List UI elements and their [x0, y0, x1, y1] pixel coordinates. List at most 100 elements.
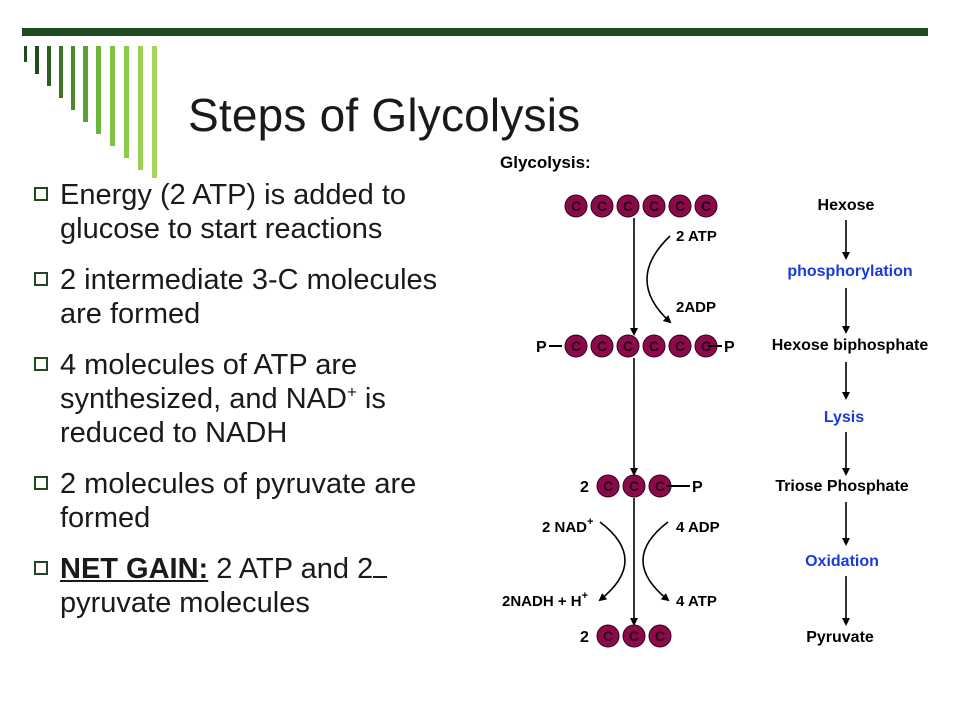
- adp-in-label: 4 ADP: [676, 519, 720, 536]
- stage-pyruvate: Pyruvate: [806, 629, 874, 646]
- carbon-atom: [616, 194, 640, 218]
- nad-in-text: 2 NAD: [542, 519, 587, 536]
- adp-out-label: 2ADP: [676, 299, 716, 316]
- list-item: NET GAIN: 2 ATP and 2 pyruvate molecules: [34, 552, 534, 620]
- carbon-atom: [616, 334, 640, 358]
- atp-in-label: 2 ATP: [676, 228, 717, 245]
- bullet-list: Energy (2 ATP) is added to glucose to st…: [34, 178, 534, 637]
- nad-in-label: 2 NAD+: [542, 516, 593, 536]
- carbon-label: C: [571, 198, 581, 214]
- carbon-label: C: [603, 628, 613, 644]
- list-item: Energy (2 ATP) is added to glucose to st…: [34, 178, 534, 246]
- atp-curve-arrow: [646, 235, 672, 324]
- stripe: [24, 46, 27, 62]
- carbon-atom: [668, 194, 692, 218]
- carbon-label: C: [675, 198, 685, 214]
- carbon-atom: [596, 624, 620, 648]
- carbon-label: C: [623, 198, 633, 214]
- bullet-square-icon: [34, 561, 48, 575]
- superscript: +: [587, 516, 593, 528]
- carbon-label: C: [629, 628, 639, 644]
- carbon-label: C: [597, 338, 607, 354]
- stripe: [110, 46, 115, 146]
- carbon-atom: [642, 194, 666, 218]
- count-label: 2: [580, 629, 589, 646]
- stage-hexose-biphosphate: Hexose biphosphate: [772, 337, 929, 354]
- stage-hexose: Hexose: [818, 197, 875, 214]
- nad-curve-arrow: [598, 521, 626, 602]
- page-title: Steps of Glycolysis: [188, 89, 581, 141]
- carbon-atom: [564, 334, 588, 358]
- carbon-atom: [564, 194, 588, 218]
- stage-triose-phosphate: Triose Phosphate: [775, 478, 908, 495]
- carbon-label: C: [629, 478, 639, 494]
- carbon-atom: [590, 334, 614, 358]
- bullet-square-icon: [34, 187, 48, 201]
- carbon-label: C: [655, 478, 665, 494]
- carbon-label: C: [655, 628, 665, 644]
- stripe: [138, 46, 143, 170]
- step-lysis: Lysis: [824, 409, 864, 426]
- bullet-text: are formed: [60, 298, 201, 330]
- carbon-atom: [648, 624, 672, 648]
- step-oxidation: Oxidation: [805, 553, 879, 570]
- stripe: [124, 46, 129, 158]
- carbon-label: C: [597, 198, 607, 214]
- bullet-text: formed: [60, 502, 151, 534]
- phosphate-label: P: [724, 339, 735, 356]
- stripe: [71, 46, 75, 110]
- bullet-text: synthesized, and NAD: [60, 383, 347, 415]
- count-label: 2: [580, 479, 589, 496]
- bullet-square-icon: [34, 272, 48, 286]
- phosphate-label: P: [536, 339, 547, 356]
- stripe: [83, 46, 88, 122]
- net-gain-label: NET GAIN:: [60, 553, 209, 585]
- bullet-text: is: [356, 383, 386, 415]
- bullet-text: 4 molecules of ATP are: [60, 349, 358, 381]
- stripe: [35, 46, 39, 74]
- carbon-label: C: [603, 478, 613, 494]
- atp-out-label: 4 ATP: [676, 593, 717, 610]
- stripe: [152, 46, 157, 178]
- stripe: [47, 46, 51, 86]
- underline-tail: [373, 576, 388, 578]
- phosphate-label: P: [692, 479, 703, 496]
- carbon-label: C: [649, 338, 659, 354]
- nadh-out-label: 2NADH + H+: [502, 590, 588, 610]
- bullet-text: pyruvate molecules: [60, 587, 310, 619]
- carbon-atom: [694, 194, 718, 218]
- carbon-label: C: [675, 338, 685, 354]
- carbon-label: C: [701, 198, 711, 214]
- step-phosphorylation: phosphorylation: [787, 263, 912, 280]
- bullet-square-icon: [34, 357, 48, 371]
- carbon-atom: [590, 194, 614, 218]
- bullet-text: 2 intermediate 3-C molecules: [60, 264, 438, 296]
- nadh-out-text: 2NADH + H: [502, 593, 582, 610]
- stripe: [96, 46, 101, 134]
- bullet-text: glucose to start reactions: [60, 213, 383, 245]
- list-item: 2 intermediate 3-C molecules are formed: [34, 263, 534, 331]
- bullet-text: reduced to NADH: [60, 417, 288, 449]
- carbon-label: C: [649, 198, 659, 214]
- carbon-label: C: [701, 338, 711, 354]
- bullet-text: 2 molecules of pyruvate are: [60, 468, 417, 500]
- carbon-atom: [596, 474, 620, 498]
- carbon-label: C: [571, 338, 581, 354]
- bullet-square-icon: [34, 476, 48, 490]
- diagram-heading: Glycolysis:: [500, 153, 591, 172]
- list-item: 2 molecules of pyruvate are formed: [34, 467, 534, 535]
- adp-curve-arrow: [642, 521, 670, 602]
- superscript: +: [346, 382, 357, 402]
- list-item: 4 molecules of ATP are synthesized, and …: [34, 348, 534, 450]
- carbon-atom: [668, 334, 692, 358]
- bullet-text: Energy (2 ATP) is added to: [60, 179, 407, 211]
- bullet-text: 2 ATP and 2: [208, 553, 374, 585]
- title-bar: [22, 28, 928, 36]
- stripe: [59, 46, 63, 98]
- superscript: +: [582, 590, 588, 602]
